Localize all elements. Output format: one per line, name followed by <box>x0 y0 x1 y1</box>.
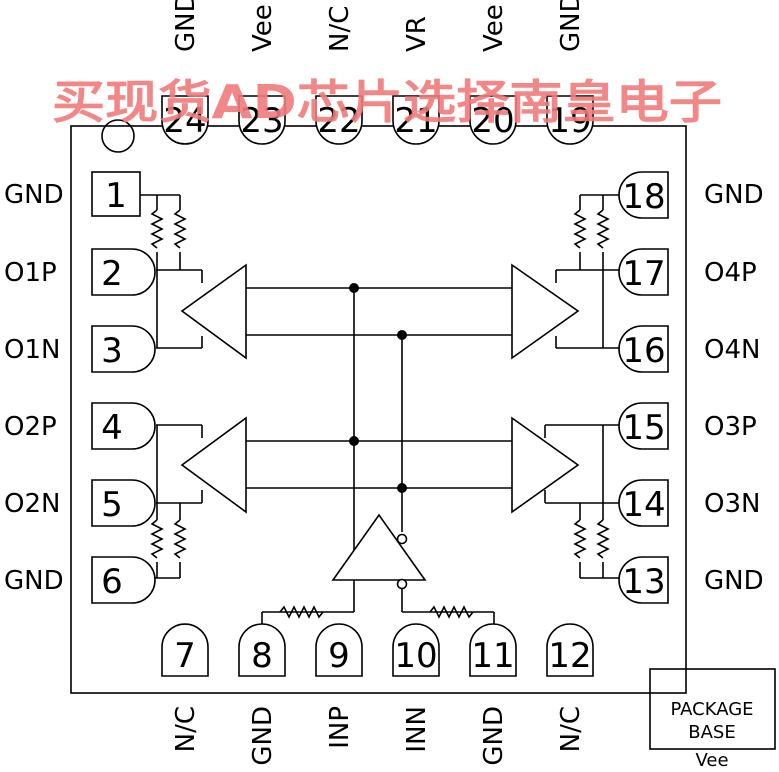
package-base-line2: BASE <box>688 722 735 743</box>
pin-2 <box>91 248 156 296</box>
pin-number-4: 4 <box>101 408 123 448</box>
pin-number-22: 22 <box>317 101 360 141</box>
pin-name-14: O3N <box>704 489 760 519</box>
pin-name-11: GND <box>479 706 509 766</box>
pin-name-22: N/C <box>325 6 355 52</box>
pin-number-17: 17 <box>622 254 665 294</box>
pin-18 <box>618 171 669 219</box>
pin-name-20: Vee <box>479 4 509 52</box>
pin-number-8: 8 <box>251 636 273 676</box>
pin-numbers: 1 2 3 4 5 6 7 8 9 10 11 12 13 14 15 16 1… <box>101 101 665 676</box>
pin-name-1: GND <box>4 180 64 210</box>
pin-14 <box>618 479 669 527</box>
pin-8 <box>238 623 286 677</box>
pin-number-21: 21 <box>394 101 437 141</box>
pin-number-11: 11 <box>471 636 514 676</box>
right-pin-names: GND O3N O3P O4N O4P GND <box>704 180 764 596</box>
pin-number-10: 10 <box>394 636 437 676</box>
pin-number-15: 15 <box>622 408 665 448</box>
bottom-pin-names: N/C GND INP INN GND N/C <box>171 706 586 766</box>
junction-dots <box>349 283 407 493</box>
pin-6 <box>91 556 156 604</box>
pin-name-9: INP <box>325 706 355 749</box>
pin-number-13: 13 <box>622 562 665 602</box>
package-base-box <box>649 668 776 750</box>
pin-name-24: GND <box>171 0 201 52</box>
pin-name-16: O4N <box>704 335 760 365</box>
pin-23 <box>238 95 286 145</box>
pin-name-18: GND <box>704 180 764 210</box>
pin-number-24: 24 <box>163 101 206 141</box>
pin-number-19: 19 <box>548 101 591 141</box>
input-buffer-inversion-bubble-top <box>396 533 408 545</box>
pin-number-18: 18 <box>622 177 665 217</box>
output-buffer-2 <box>180 416 247 514</box>
output-buffer-3 <box>511 416 580 514</box>
package-outline <box>70 125 687 694</box>
top-pin-names: GND Vee N/C VR Vee GND <box>171 0 586 52</box>
left-pin-names: GND O1P O1N O2P O2N GND <box>4 180 64 596</box>
pin-number-23: 23 <box>240 101 283 141</box>
watermark-text: 买现货AD芯片选择南皇电子 <box>52 75 722 129</box>
pin-number-2: 2 <box>101 254 123 294</box>
pin-name-5: O2N <box>4 489 60 519</box>
pin-name-23: Vee <box>248 4 278 52</box>
pin-number-5: 5 <box>101 485 123 525</box>
pin-name-15: O3P <box>704 412 757 442</box>
pin-3 <box>91 325 156 373</box>
pin1-indicator <box>101 119 135 153</box>
input-buffer-inversion-bubble-bottom <box>396 578 408 590</box>
pin-22 <box>315 95 363 145</box>
pin-9 <box>315 623 363 677</box>
pin-number-3: 3 <box>101 331 123 371</box>
pin-7 <box>161 623 209 677</box>
pin-name-13: GND <box>704 566 764 596</box>
pin-name-8: GND <box>248 706 278 766</box>
pin-1 <box>91 171 141 217</box>
package-base-line1: PACKAGE <box>670 699 753 720</box>
wiring <box>140 194 622 625</box>
package-base-net: Vee <box>695 750 728 771</box>
pin-name-19: GND <box>556 0 586 52</box>
output-buffer-1 <box>180 263 247 360</box>
pin-name-4: O2P <box>4 412 57 442</box>
pin-5 <box>91 479 156 527</box>
input-buffer <box>331 513 427 581</box>
pin-name-21: VR <box>402 16 432 52</box>
pin-name-6: GND <box>4 566 64 596</box>
pin-number-14: 14 <box>622 485 665 525</box>
pin-20 <box>469 95 517 145</box>
pin-name-7: N/C <box>171 706 201 752</box>
pin-10 <box>392 623 440 677</box>
pin-17 <box>618 248 669 296</box>
pin-15 <box>618 402 669 450</box>
pin-name-3: O1N <box>4 335 60 365</box>
output-buffer-4 <box>511 263 580 360</box>
pin-number-6: 6 <box>101 562 123 602</box>
pin-13 <box>618 556 669 604</box>
pin-name-10: INN <box>402 706 432 753</box>
pin-number-7: 7 <box>174 636 196 676</box>
pin-number-12: 12 <box>548 636 591 676</box>
pin-number-16: 16 <box>622 331 665 371</box>
pin-4 <box>91 402 156 450</box>
pin-12 <box>546 623 594 677</box>
pin-21 <box>392 95 440 145</box>
pin-number-20: 20 <box>471 101 514 141</box>
pin-number-9: 9 <box>328 636 350 676</box>
pin-name-17: O4P <box>704 258 757 288</box>
pin-16 <box>618 325 669 373</box>
pin-number-1: 1 <box>105 176 127 216</box>
pin-24 <box>161 95 209 145</box>
pin-11 <box>469 623 517 677</box>
pin-name-12: N/C <box>556 706 586 752</box>
pin-name-2: O1P <box>4 258 57 288</box>
pin-19 <box>546 95 594 145</box>
